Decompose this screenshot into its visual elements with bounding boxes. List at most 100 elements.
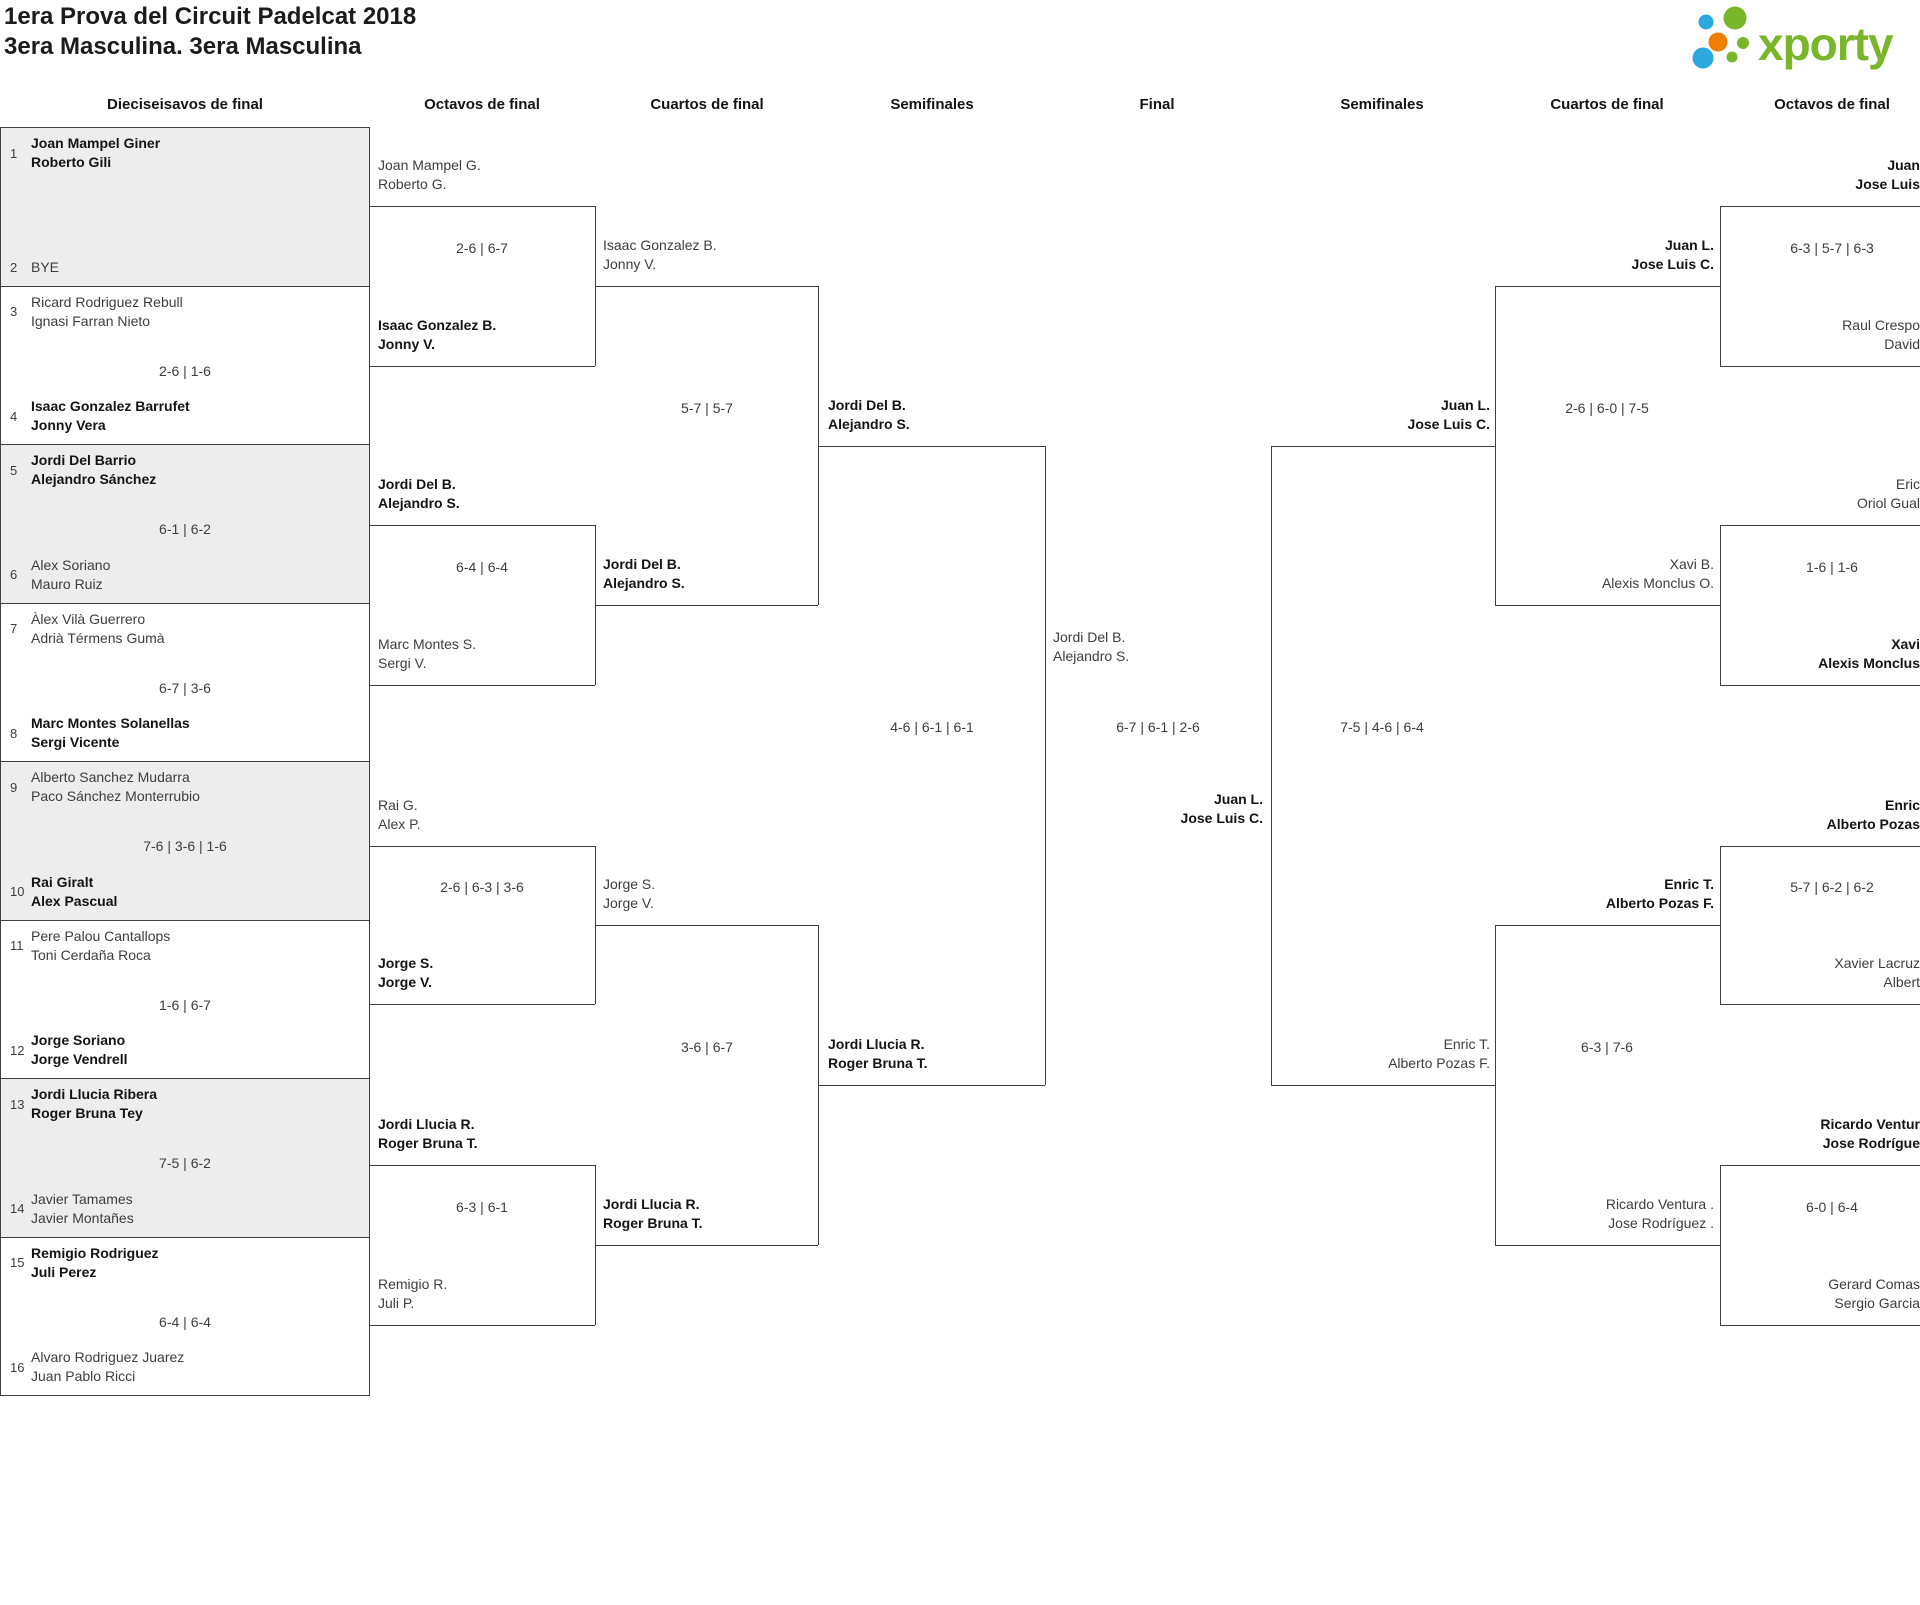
player-name: BYE xyxy=(31,258,60,275)
logo-dot-green-big xyxy=(1723,6,1747,30)
match-score: 2-6 | 1-6 xyxy=(159,362,211,379)
logo-dot-orange xyxy=(1708,32,1728,52)
bracket-line-h xyxy=(370,1004,595,1005)
player-name: Jordi Del B. xyxy=(1053,629,1126,645)
team-row: 10 Rai Giralt Alex Pascual xyxy=(7,873,363,911)
player-name: Alvaro Rodriguez Juarez xyxy=(31,1349,185,1365)
player-name: Jordi Del B. xyxy=(603,556,681,572)
logo-text: xporty xyxy=(1758,18,1894,70)
bracket-line-h xyxy=(1720,366,1920,367)
player-name: Ignasi Farran Nieto xyxy=(31,312,151,329)
player-name: Jordi Llucia R. xyxy=(603,1196,700,1212)
team-row: 15 Remigio Rodriguez Juli Perez xyxy=(7,1244,363,1282)
first-round-box: 1 Joan Mampel Giner Roberto Gili 2 BYE 3… xyxy=(0,127,370,1396)
logo-dot-blue-big xyxy=(1692,47,1714,69)
player-name: Alberto Pozas F. xyxy=(1605,895,1714,911)
team-name: Ricard Rodriguez Rebull Ignasi Farran Ni… xyxy=(31,293,363,331)
match-cell: 9 Alberto Sanchez Mudarra Paco Sánchez M… xyxy=(1,762,369,921)
seed-number: 8 xyxy=(10,725,18,741)
team-name: Ricardo Ventura . Jose Rodríguez . xyxy=(1514,1195,1714,1233)
champion: Juan L. Jose Luis C. xyxy=(1063,790,1263,828)
player-name: Sergi Vicente xyxy=(31,734,120,750)
match-cell: 3 Ricard Rodriguez Rebull Ignasi Farran … xyxy=(1,286,369,445)
bracket-line-v xyxy=(1720,1165,1721,1325)
team-name: Enric T. Alberto Pozas F. xyxy=(1290,1035,1490,1073)
bracket-line-h xyxy=(370,525,595,526)
tournament-title: 1era Prova del Circuit Padelcat 2018 xyxy=(4,3,417,30)
team-row: 13 Jordi Llucia Ribera Roger Bruna Tey xyxy=(7,1085,363,1123)
bracket-line-h xyxy=(1495,1245,1720,1246)
bracket-line-h xyxy=(1271,446,1495,447)
team-name: Xavi Alexis Monclus xyxy=(1720,635,1920,673)
player-name: Jordi Llucia R. xyxy=(828,1036,925,1052)
match-score: 2-6 | 6-3 | 3-6 xyxy=(440,879,524,895)
player-name: Juan L. xyxy=(1440,397,1490,413)
team-name: Jordi Del B. Alejandro S. xyxy=(603,555,803,593)
player-name: Rai G. xyxy=(378,797,418,813)
player-name: Jose Luis C. xyxy=(1180,810,1263,826)
player-name: Jonny V. xyxy=(603,256,657,272)
team-name: BYE xyxy=(31,258,363,277)
match-score: 1-6 | 1-6 xyxy=(1806,559,1858,575)
player-name: Jorge V. xyxy=(603,895,654,911)
bracket-line-h xyxy=(370,206,595,207)
player-name: Marc Montes S. xyxy=(378,636,477,652)
team-name: Remigio R. Juli P. xyxy=(378,1275,578,1313)
team-row: 14 Javier Tamames Javier Montañes xyxy=(7,1190,363,1228)
seed-number: 5 xyxy=(10,462,18,478)
player-name: Jorge V. xyxy=(378,974,432,990)
seed-number: 9 xyxy=(10,779,18,795)
logo-dot-green-mid xyxy=(1737,37,1749,49)
team-row: 16 Alvaro Rodriguez Juarez Juan Pablo Ri… xyxy=(7,1348,363,1386)
bracket-line-h xyxy=(370,846,595,847)
match-score: 3-6 | 6-7 xyxy=(681,1039,733,1055)
seed-number: 3 xyxy=(10,304,18,319)
match-score: 1-6 | 6-7 xyxy=(159,996,211,1013)
round-header-5: Final xyxy=(1139,96,1175,113)
player-name: Toni Cerdaña Roca xyxy=(31,946,151,963)
bracket-line-h xyxy=(595,286,818,287)
team-name: Juan Jose Luis xyxy=(1720,156,1920,194)
player-name: Jonny Vera xyxy=(31,417,106,433)
team-name: Joan Mampel Giner Roberto Gili xyxy=(31,134,363,172)
round-header-4: Semifinales xyxy=(890,96,974,113)
bracket-line-v xyxy=(1271,446,1272,1085)
player-name: Joan Mampel G. xyxy=(378,157,481,173)
round-header-3: Cuartos de final xyxy=(650,96,764,113)
player-name: Jose Rodrígue xyxy=(1822,1135,1920,1151)
player-name: Enric xyxy=(1884,797,1920,813)
round-header-1: Dieciseisavos de final xyxy=(107,96,263,113)
player-name: Mauro Ruiz xyxy=(31,575,103,592)
match-cell: 7 Àlex Vilà Guerrero Adrià Térmens Gumà … xyxy=(1,603,369,762)
bracket-line-v xyxy=(1045,446,1046,1085)
match-score: 2-6 | 6-0 | 7-5 xyxy=(1565,400,1649,416)
team-name: Juan L. Jose Luis C. xyxy=(1290,396,1490,434)
match-score: 6-4 | 6-4 xyxy=(159,1313,211,1330)
bracket-line-h xyxy=(1720,1165,1920,1166)
bracket-line-h xyxy=(1720,685,1920,686)
player-name: Enric T. xyxy=(1664,876,1714,892)
match-score: 6-4 | 6-4 xyxy=(456,559,508,575)
team-name: Xavi B. Alexis Monclus O. xyxy=(1514,555,1714,593)
team-name: Jorge S. Jorge V. xyxy=(603,875,803,913)
team-name: Enric T. Alberto Pozas F. xyxy=(1514,875,1714,913)
player-name: Jonny V. xyxy=(378,336,436,352)
player-name: Joan Mampel Giner xyxy=(31,135,161,151)
player-name: Xavier Lacruz xyxy=(1834,955,1920,971)
player-name: Oriol Gual xyxy=(1856,495,1920,511)
match-score: 6-7 | 3-6 xyxy=(159,679,211,696)
team-name: Pere Palou Cantallops Toni Cerdaña Roca xyxy=(31,927,363,965)
bracket-line-v xyxy=(818,286,819,605)
team-name: Marc Montes Solanellas Sergi Vicente xyxy=(31,714,363,752)
player-name: Isaac Gonzalez Barrufet xyxy=(31,398,190,414)
team-name: Jorge Soriano Jorge Vendrell xyxy=(31,1031,363,1069)
team-name: Isaac Gonzalez B. Jonny V. xyxy=(378,316,578,354)
team-name: Alex Soriano Mauro Ruiz xyxy=(31,556,363,594)
match-score: 2-6 | 6-7 xyxy=(456,240,508,256)
player-name: Alexis Monclus xyxy=(1818,655,1920,671)
team-row: 6 Alex Soriano Mauro Ruiz xyxy=(7,556,363,594)
bracket-line-h xyxy=(1720,1004,1920,1005)
match-score: 7-5 | 6-2 xyxy=(159,1155,211,1171)
player-name: Juan Pablo Ricci xyxy=(31,1368,136,1384)
player-name: Alejandro S. xyxy=(603,575,685,591)
